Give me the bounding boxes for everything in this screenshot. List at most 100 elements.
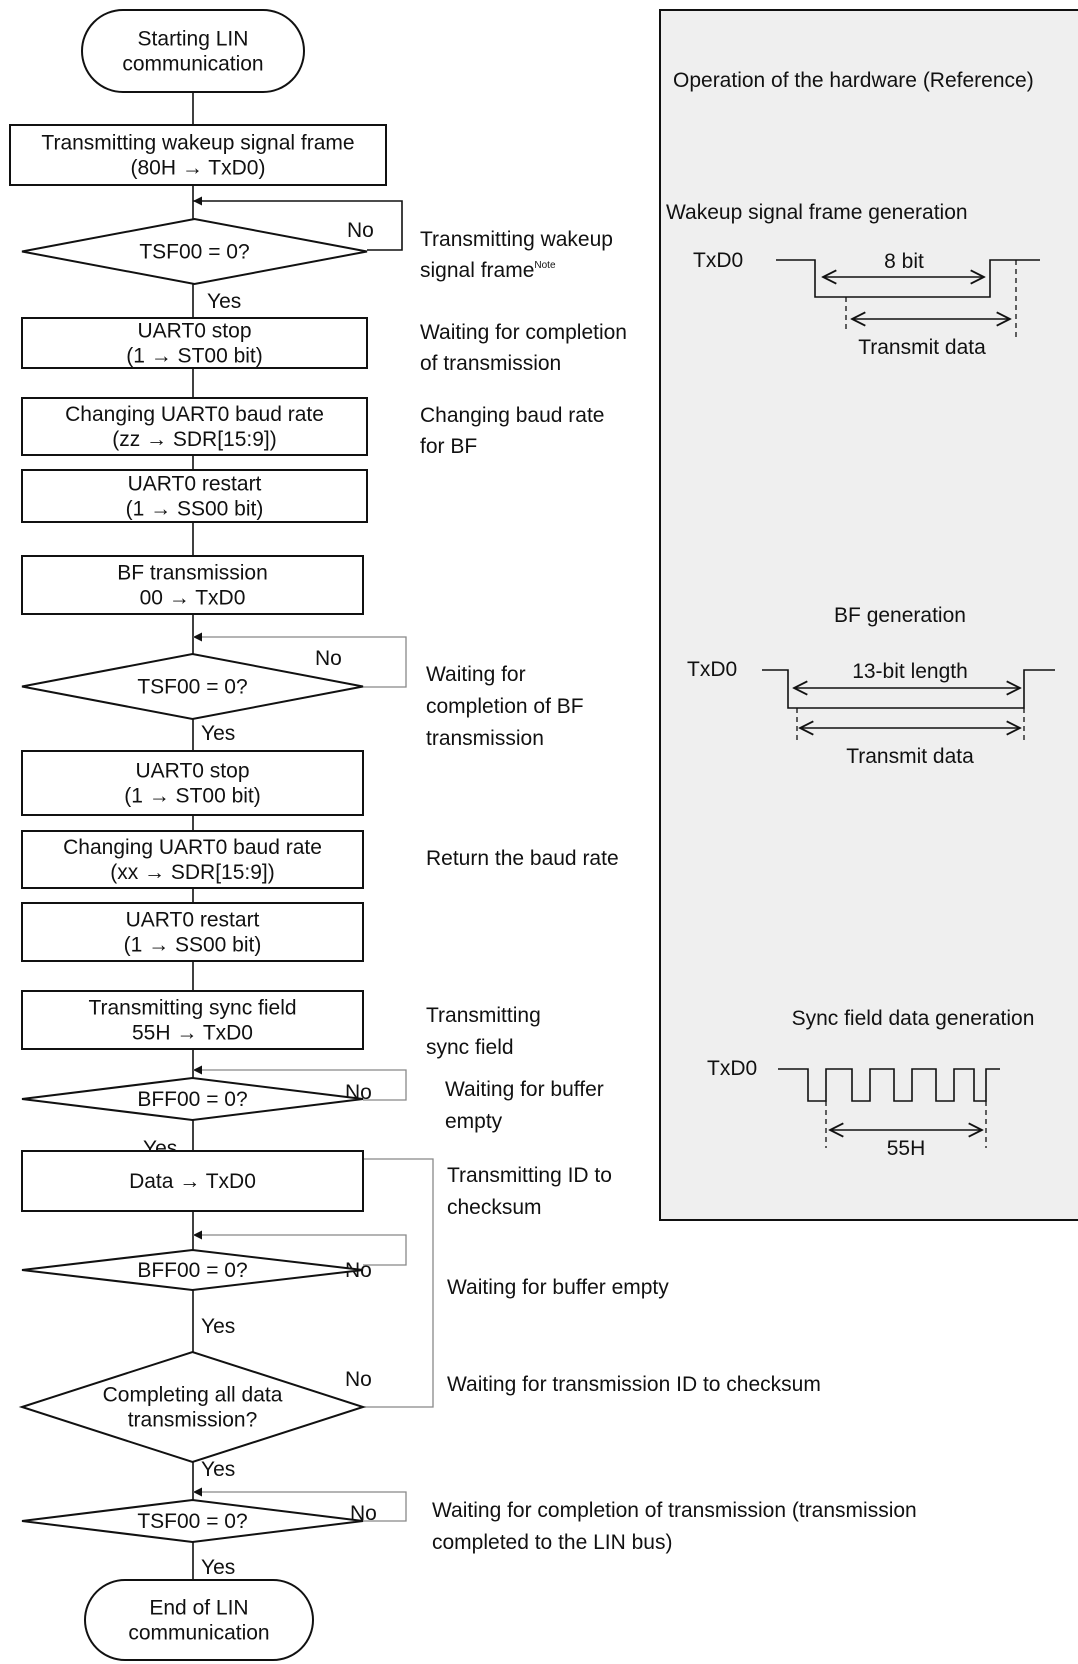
note-buf-wait1-1: Waiting for buffer: [445, 1078, 604, 1101]
note-return-baud: Return the baud rate: [426, 847, 619, 870]
note-final-wait-1: Waiting for completion of transmission (…: [432, 1499, 917, 1522]
decision-diamond: [21, 217, 368, 286]
flow-node-baud1: Changing UART0 baud rate(zz → SDR[15:9]): [21, 397, 368, 456]
process-box: [21, 902, 364, 962]
node-label: Changing UART0 baud rate: [63, 836, 322, 859]
node-label: Transmitting sync field: [88, 997, 296, 1020]
process-box: [21, 750, 364, 816]
node-label: 55H → TxD0: [132, 1022, 253, 1045]
hardware-panel: [659, 9, 1078, 1221]
node-label: Transmitting wakeup signal frame: [41, 132, 354, 155]
note-id-wait: Waiting for transmission ID to checksum: [447, 1373, 821, 1396]
flow-node-tsf2: TSF00 = 0?: [21, 652, 364, 721]
node-label: communication: [122, 53, 263, 76]
flow-node-bff2: BFF00 = 0?: [21, 1248, 364, 1292]
yes-label-5: Yes: [201, 1458, 235, 1481]
node-label: communication: [128, 1622, 269, 1645]
bf-generation-title: BF generation: [834, 604, 966, 627]
node-label: TSF00 = 0?: [139, 241, 249, 264]
bf-data-label: Transmit data: [846, 745, 974, 768]
note-superscript: Note: [534, 260, 556, 271]
node-label: TSF00 = 0?: [137, 1510, 247, 1533]
node-label: Starting LIN: [138, 28, 249, 51]
node-label: (xx → SDR[15:9]): [110, 861, 275, 884]
decision-diamond: [21, 1498, 364, 1544]
note-stop-wait-2: of transmission: [420, 352, 561, 375]
process-box: [21, 830, 364, 889]
bf-txd0-label: TxD0: [687, 658, 737, 681]
flow-node-restart2: UART0 restart(1 → SS00 bit): [21, 902, 364, 962]
flow-node-wakeup-tx: Transmitting wakeup signal frame(80H → T…: [9, 124, 387, 186]
yes-label-1: Yes: [207, 290, 241, 313]
decision-diamond: [18, 1350, 367, 1464]
node-label: (1 → ST00 bit): [126, 345, 263, 368]
sync-waveform: [778, 1068, 1000, 1102]
decision-diamond: [21, 652, 364, 721]
no-label-5: No: [345, 1368, 372, 1391]
note-wakeup-2: signal frameNote: [420, 259, 556, 282]
node-label: BFF00 = 0?: [137, 1259, 247, 1282]
node-label: Data → TxD0: [129, 1170, 256, 1193]
process-box: [21, 397, 368, 456]
node-label: Completing all data: [103, 1384, 283, 1407]
node-label: (1 → SS00 bit): [124, 934, 262, 957]
decision-diamond: [21, 1248, 364, 1292]
note-sync-tx-1: Transmitting: [426, 1004, 541, 1027]
node-label: (zz → SDR[15:9]): [112, 428, 277, 451]
flow-connectors: [192, 92, 434, 1580]
flow-node-stop2: UART0 stop(1 → ST00 bit): [21, 750, 364, 816]
flow-node-restart1: UART0 restart(1 → SS00 bit): [21, 469, 368, 523]
note-id-checksum-1: Transmitting ID to: [447, 1164, 612, 1187]
note-wakeup-2-text: signal frame: [420, 259, 534, 282]
wakeup-length-label: 8 bit: [884, 250, 924, 273]
flow-node-bff1: BFF00 = 0?: [21, 1076, 364, 1122]
node-label: BF transmission: [117, 562, 268, 585]
node-label: (80H → TxD0): [131, 157, 266, 180]
process-box: [21, 555, 364, 615]
node-label: Changing UART0 baud rate: [65, 403, 324, 426]
node-label: End of LIN: [149, 1597, 248, 1620]
note-sync-tx-2: sync field: [426, 1036, 514, 1059]
process-box: [21, 469, 368, 523]
note-id-checksum-2: checksum: [447, 1196, 542, 1219]
node-label: TSF00 = 0?: [137, 676, 247, 699]
process-box: [9, 124, 387, 186]
node-label: 00 → TxD0: [140, 587, 246, 610]
node-label: (1 → ST00 bit): [124, 785, 261, 808]
flow-node-baud2: Changing UART0 baud rate(xx → SDR[15:9]): [21, 830, 364, 889]
bf-length-label: 13-bit length: [852, 660, 968, 683]
flow-node-stop1: UART0 stop(1 → ST00 bit): [21, 317, 368, 369]
yes-label-2: Yes: [201, 722, 235, 745]
flow-node-data-tx: Data → TxD0: [21, 1150, 364, 1212]
wakeup-generation-title: Wakeup signal frame generation: [666, 201, 968, 224]
note-baud-bf-2: for BF: [420, 435, 477, 458]
note-baud-bf-1: Changing baud rate: [420, 404, 604, 427]
note-buf-wait1-2: empty: [445, 1110, 503, 1133]
terminator-shape: [84, 1579, 314, 1661]
note-buf-wait2: Waiting for buffer empty: [447, 1276, 669, 1299]
node-label: UART0 stop: [136, 760, 250, 783]
node-label: transmission?: [128, 1409, 258, 1432]
sync-txd0-label: TxD0: [707, 1057, 757, 1080]
node-label: (1 → SS00 bit): [126, 498, 264, 521]
node-label: UART0 stop: [138, 320, 252, 343]
note-final-wait-2: completed to the LIN bus): [432, 1531, 672, 1554]
sync-value-label: 55H: [887, 1137, 926, 1160]
yes-label-6: Yes: [201, 1556, 235, 1579]
note-stop-wait-1: Waiting for completion: [420, 321, 627, 344]
yes-label-4: Yes: [201, 1315, 235, 1338]
wakeup-txd0-label: TxD0: [693, 249, 743, 272]
wakeup-data-label: Transmit data: [858, 336, 986, 359]
note-bf-wait-2: completion of BF: [426, 695, 584, 718]
process-box: [21, 990, 364, 1050]
process-box: [21, 1150, 364, 1212]
hardware-panel-title: Operation of the hardware (Reference): [673, 69, 1034, 92]
note-bf-wait-3: transmission: [426, 727, 544, 750]
no-label-1: No: [347, 219, 374, 242]
